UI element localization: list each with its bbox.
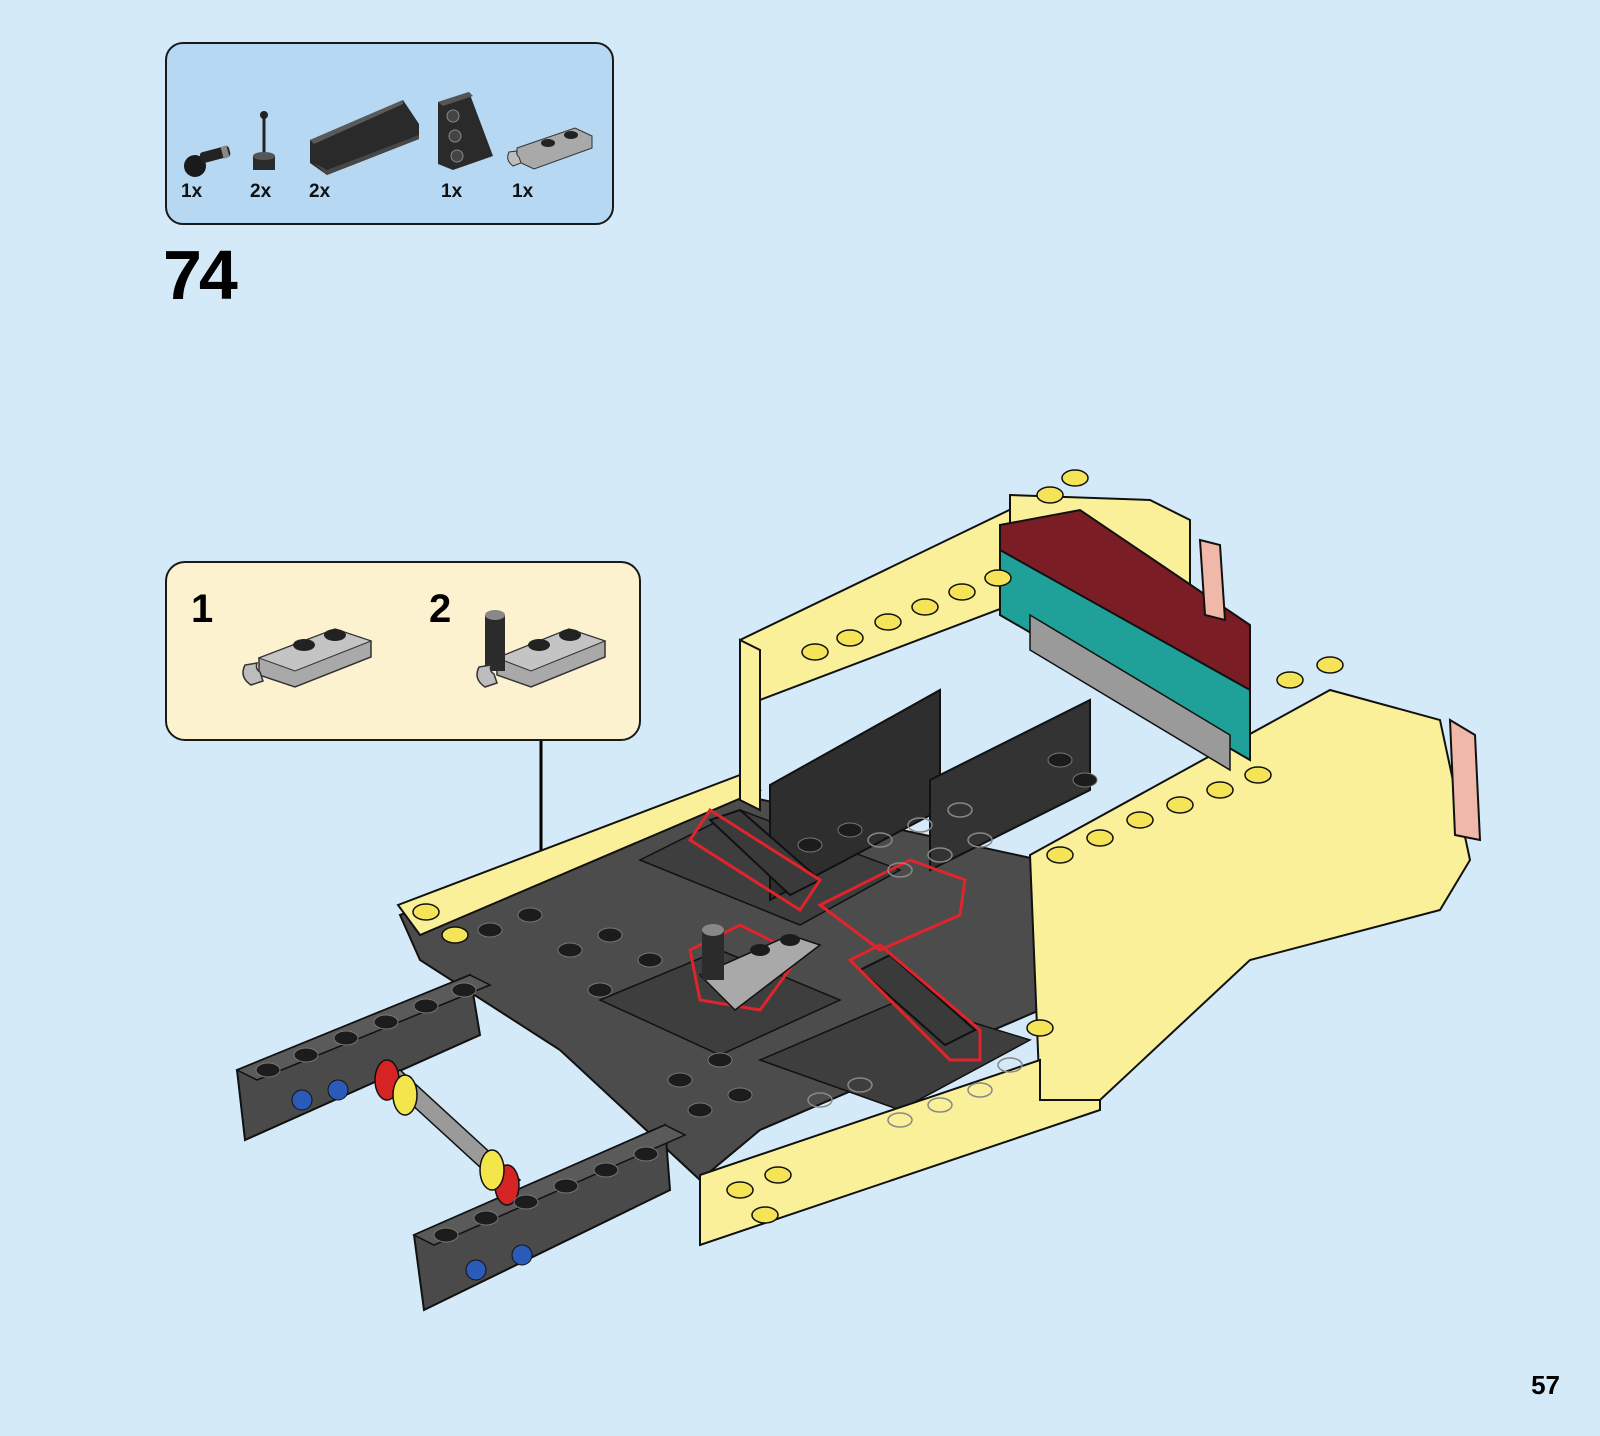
- tail-light: [1450, 720, 1480, 840]
- page-number: 57: [1531, 1370, 1560, 1401]
- steering-axle: [375, 1060, 520, 1205]
